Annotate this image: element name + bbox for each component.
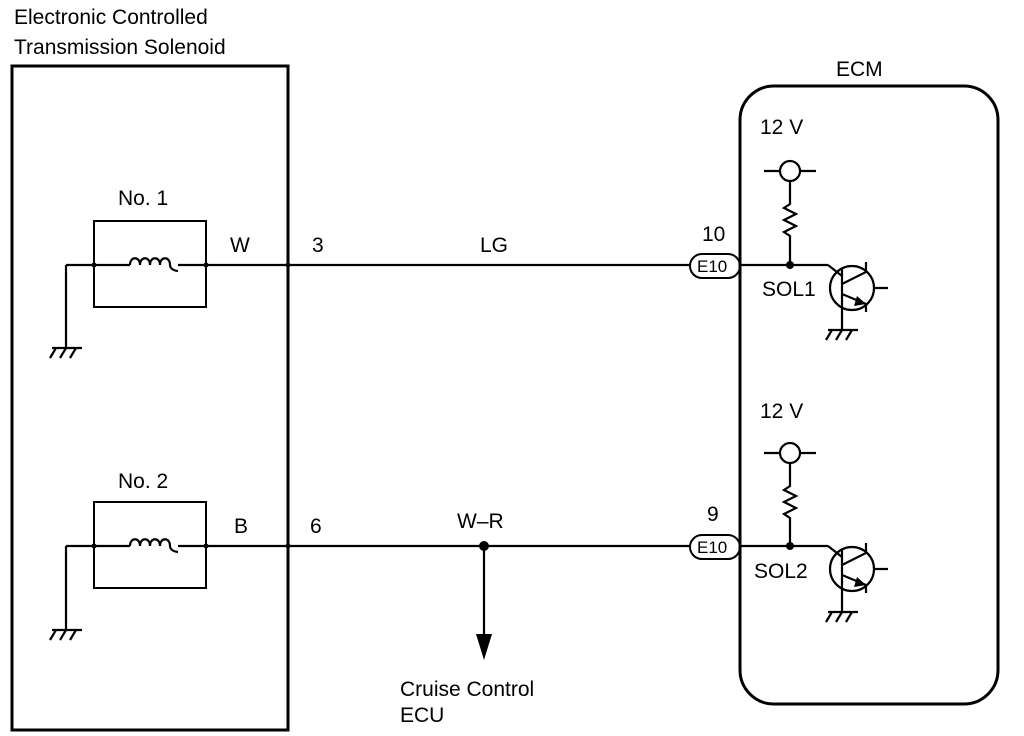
cruise-control-label-line2: ECU [400, 704, 444, 727]
junction-dot [285, 262, 291, 268]
transistor-leads [827, 543, 888, 593]
pin-number-9: 9 [707, 503, 719, 526]
resistor-icon [781, 181, 799, 265]
ground-icon [49, 628, 82, 641]
ecm-channel-sol2: 12 V SOL2 [740, 400, 888, 623]
arrow-down-icon [476, 634, 492, 660]
junction-dot [786, 261, 794, 269]
emitter-arrow-icon [854, 577, 866, 587]
connector-e10-pin9: 9 E10 [689, 503, 741, 560]
junction-dot [91, 262, 97, 268]
junction-dot [91, 543, 97, 549]
connector-label: E10 [697, 257, 727, 276]
supply-label: 12 V [760, 400, 803, 423]
ground-icon [825, 328, 858, 341]
wire-color-w: W [230, 234, 250, 257]
coil-icon [128, 538, 179, 554]
ecm-block: ECM [738, 58, 1000, 706]
coil-icon [128, 257, 179, 273]
signal-label: SOL2 [754, 560, 808, 583]
supply-terminal-icon [778, 159, 802, 183]
cruise-control-label-line1: Cruise Control [400, 678, 534, 701]
terminal-6: 6 [310, 515, 322, 538]
ground-icon [49, 346, 82, 359]
solenoid-no2-label: No. 2 [118, 470, 168, 493]
ecm-housing [738, 84, 1000, 706]
solenoid-assembly: Electronic Controlled Transmission Solen… [10, 6, 290, 732]
ground-icon [825, 610, 858, 623]
transistor-leads [827, 262, 888, 312]
wire-color-b: B [234, 515, 248, 538]
junction-dot [203, 543, 209, 549]
signal-label: SOL1 [762, 278, 816, 301]
solenoid-housing [10, 64, 290, 732]
wire-color-w-r: W–R [457, 510, 504, 533]
wire-color-lg: LG [480, 234, 508, 257]
junction-dot [786, 542, 794, 550]
junction-dot [285, 543, 291, 549]
solenoid-no1: No. 1 W 3 LG [49, 187, 690, 359]
ecm-title: ECM [836, 58, 883, 81]
supply-terminal-icon [778, 441, 802, 465]
pin-number-10: 10 [702, 223, 725, 246]
solenoid-title-line2: Transmission Solenoid [14, 36, 226, 59]
junction-dot [203, 262, 209, 268]
solenoid-title-line1: Electronic Controlled [14, 6, 208, 29]
supply-label: 12 V [760, 116, 803, 139]
ecm-channel-sol1: 12 V SOL1 [740, 116, 888, 341]
terminal-3: 3 [312, 234, 324, 257]
solenoid-no1-label: No. 1 [118, 187, 168, 210]
solenoid-no2: No. 2 B 6 W–R Cruise Control ECU [49, 470, 690, 727]
connector-label: E10 [697, 538, 727, 557]
resistor-icon [781, 463, 799, 546]
connector-e10-pin10: 10 E10 [689, 223, 741, 279]
emitter-arrow-icon [854, 296, 866, 306]
